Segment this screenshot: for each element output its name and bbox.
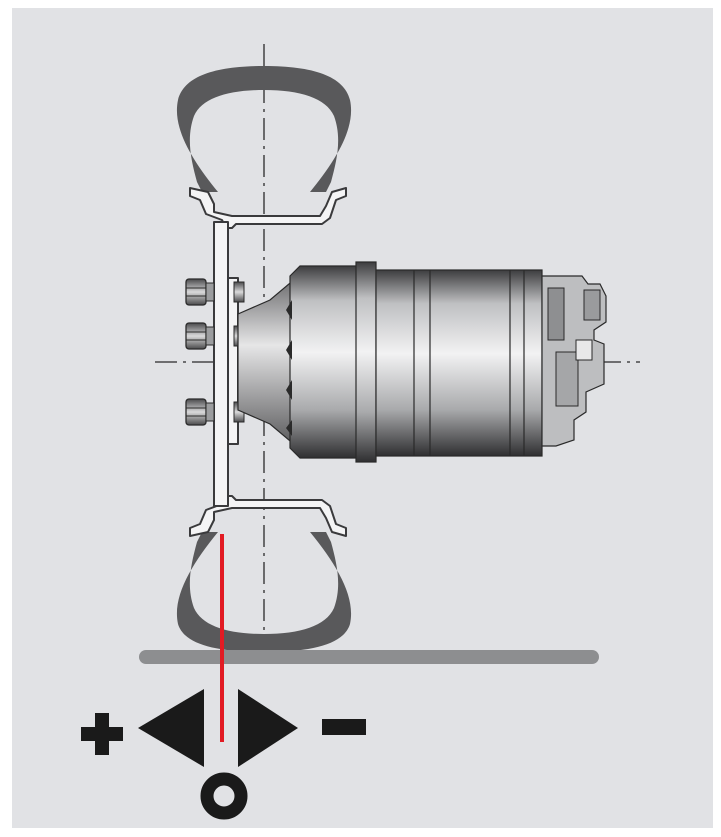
motor-housing (375, 269, 543, 457)
wheel-bolt-icon (185, 398, 245, 426)
hub-motor (286, 261, 607, 463)
plus-sign-icon (81, 713, 123, 755)
tire-lower (176, 532, 352, 652)
rim-upper-flange (189, 187, 347, 229)
motor-mid-ring (355, 261, 377, 463)
triangle-left-icon (138, 689, 204, 767)
triangle-right-icon (238, 689, 298, 767)
circle-ring-icon (200, 772, 248, 820)
offset-legend (81, 689, 366, 820)
wheel-bolt-icon (185, 278, 245, 306)
rim-disc (213, 221, 229, 507)
motor-front-ring (289, 265, 359, 459)
minus-sign-icon (322, 719, 366, 735)
